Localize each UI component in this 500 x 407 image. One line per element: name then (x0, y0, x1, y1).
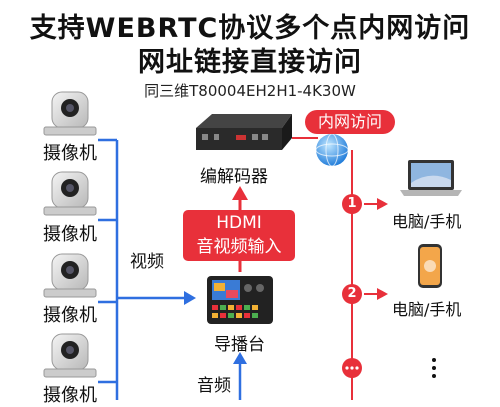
page-title-line2: 网址链接直接访问 (138, 47, 362, 78)
ellipsis-icon (432, 358, 436, 378)
camera-label: 摄像机 (43, 385, 97, 406)
arrow-up-icon (233, 352, 247, 364)
hdmi-label: HDMI (216, 213, 262, 233)
camera-icon (43, 91, 97, 136)
camera-icon (43, 171, 97, 216)
encoder-icon (196, 114, 292, 150)
globe-icon (315, 133, 349, 167)
step-2-badge (342, 284, 362, 304)
camera-label: 摄像机 (43, 143, 97, 164)
step-1-number: 1 (347, 196, 357, 211)
av-input-label: 音视频输入 (196, 237, 282, 257)
page-title: 支持WEBRTC协议多个点内网访问 (29, 13, 471, 44)
video-bus (98, 138, 188, 400)
intranet-access-badge: 内网访问 (305, 110, 395, 134)
camera-icon (43, 253, 97, 298)
hdmi-input-box: HDMI 音视频输入 (183, 210, 295, 261)
arrow-right-icon (377, 198, 388, 210)
audio-label: 音频 (197, 376, 231, 396)
camera-icon (43, 333, 97, 378)
camera-label: 摄像机 (43, 305, 97, 326)
arrow-right-icon (377, 288, 388, 300)
video-label: 视频 (130, 252, 164, 272)
encoder-label: 编解码器 (200, 167, 268, 187)
camera-label: 摄像机 (43, 224, 97, 245)
client-label: 电脑/手机 (392, 300, 462, 319)
network-line (292, 137, 380, 400)
phone-icon (418, 244, 442, 288)
switcher-icon (207, 276, 273, 324)
laptop-icon (400, 160, 462, 196)
model-label: 同三维T80004EH2H1-4K30W (144, 82, 356, 100)
step-1-badge (342, 194, 362, 214)
client-label: 电脑/手机 (392, 212, 462, 231)
arrow-up-icon (232, 186, 248, 200)
switcher-label: 导播台 (214, 335, 265, 355)
step-2-number: 2 (347, 286, 357, 301)
arrow-right-icon (184, 291, 196, 305)
